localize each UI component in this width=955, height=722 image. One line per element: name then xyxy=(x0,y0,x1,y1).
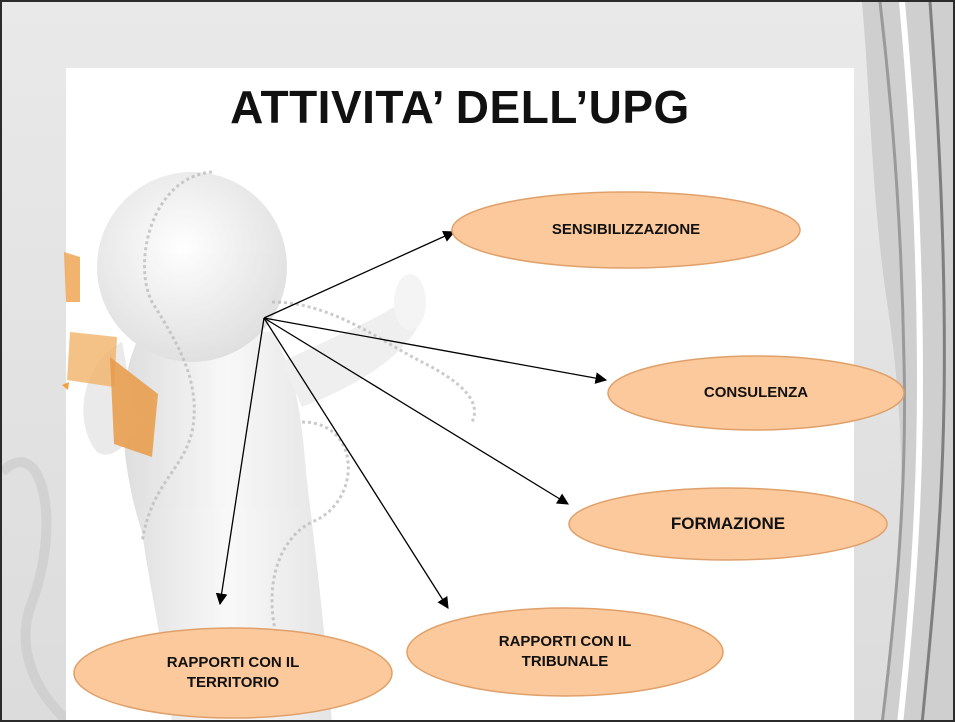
node-rapporti-territorio: RAPPORTI CON IL TERRITORIO xyxy=(72,626,394,720)
slide-title: ATTIVITA’ DELL’UPG xyxy=(230,81,690,133)
arrow-to-sensibilizzazione xyxy=(263,231,456,319)
arrow-to-formazione xyxy=(263,317,569,505)
node-label-sensibilizzazione: SENSIBILIZZAZIONE xyxy=(551,220,701,238)
node-label-formazione: FORMAZIONE xyxy=(670,513,786,533)
phone-handset-icon xyxy=(64,252,158,457)
node-rapporti-tribunale: RAPPORTI CON IL TRIBUNALE xyxy=(405,606,725,698)
node-sensibilizzazione: SENSIBILIZZAZIONE xyxy=(450,190,802,270)
node-label-rapporti-territorio: RAPPORTI CON IL TERRITORIO xyxy=(166,653,300,691)
arrow-to-tribunale xyxy=(263,317,449,609)
arrow-to-consulenza xyxy=(263,317,608,384)
node-label-consulenza: CONSULENZA xyxy=(703,383,809,401)
node-formazione: FORMAZIONE xyxy=(567,486,889,562)
node-label-rapporti-tribunale: RAPPORTI CON IL TRIBUNALE xyxy=(498,632,632,670)
node-consulenza: CONSULENZA xyxy=(606,354,906,432)
arrow-to-territorio xyxy=(215,317,265,606)
